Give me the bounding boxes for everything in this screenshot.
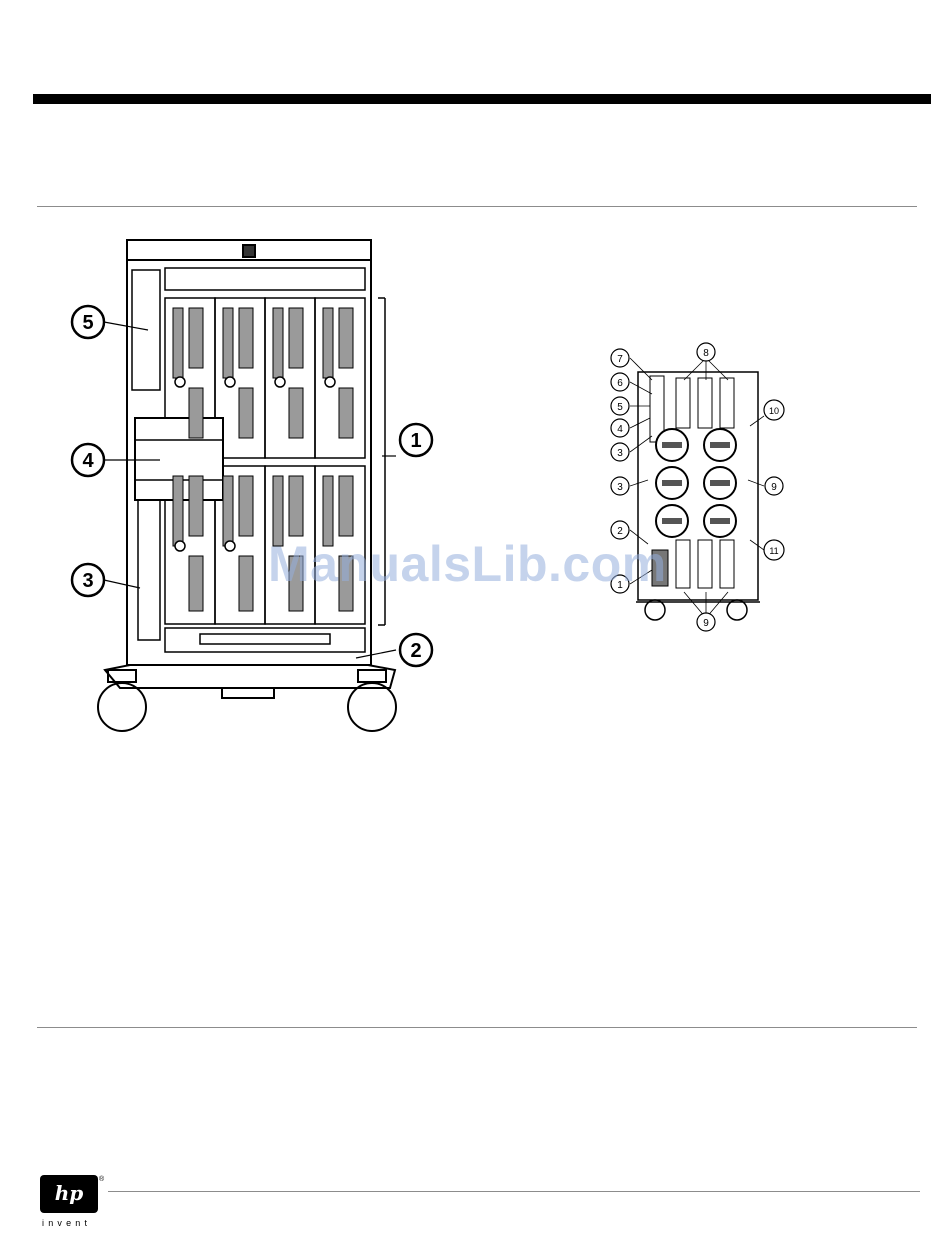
section-divider-bottom [37, 1027, 917, 1028]
enclosure-rear-view-illustration: 7 6 5 4 3 3 2 1 8 9 10 9 11 [600, 340, 800, 640]
rear-callout-3-left: 3 [617, 482, 623, 493]
hp-tagline: invent [42, 1218, 91, 1228]
rear-callout-5: 4 [617, 424, 623, 435]
rear-callout-11: 11 [769, 546, 778, 556]
front-callout-3: 3 [82, 570, 93, 592]
rear-callout-3-right: 9 [771, 482, 777, 493]
rear-callout-10: 10 [769, 406, 779, 416]
hp-logo: hp [40, 1175, 98, 1213]
front-callout-5: 5 [82, 312, 93, 334]
rear-callout-6: 5 [617, 402, 623, 413]
front-callout-4: 4 [82, 450, 94, 472]
registered-mark: ® [99, 1176, 104, 1183]
rear-callout-9-top: 8 [703, 348, 709, 359]
front-callout-1: 1 [410, 430, 421, 452]
front-callout-2: 2 [410, 640, 421, 662]
header-bar [33, 94, 931, 104]
rear-callout-4: 3 [617, 448, 623, 459]
rear-callout-8: 7 [617, 354, 623, 365]
hp-logo-text: hp [40, 1181, 98, 1205]
watermark: ManualsLib.com [268, 535, 667, 593]
rear-callout-7: 6 [617, 378, 623, 389]
rear-callout-9-bottom: 9 [703, 618, 709, 629]
section-divider-top [37, 206, 917, 207]
enclosure-front-view-illustration: 5 4 3 1 2 [60, 230, 450, 740]
footer-divider [108, 1191, 920, 1192]
